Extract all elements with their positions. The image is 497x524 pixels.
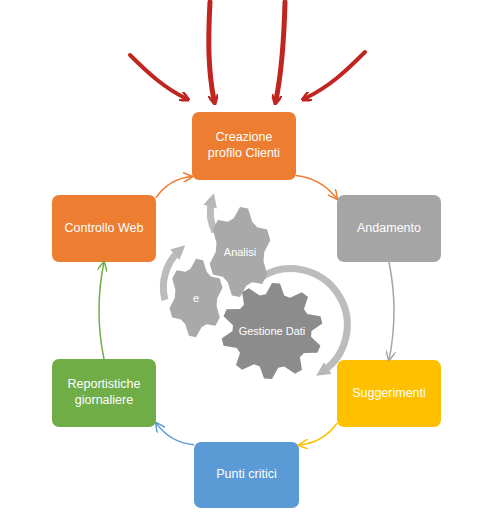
flow-arrow <box>99 262 104 359</box>
input-arrow <box>209 2 214 100</box>
gear-body <box>222 283 323 379</box>
gear-shape: e <box>168 258 224 338</box>
box-label: Punti critici <box>216 467 276 483</box>
process-box: Controllo Web <box>52 195 156 262</box>
input-arrow <box>130 55 185 98</box>
gear-label: e <box>193 292 199 305</box>
box-label: Andamento <box>357 221 421 237</box>
process-box: Reportistiche giornaliere <box>52 359 156 427</box>
flow-arrow <box>156 423 194 445</box>
flow-arrow <box>299 423 337 445</box>
gear-body <box>169 259 222 337</box>
gear-shape: Gestione Dati <box>220 282 324 380</box>
process-box: Punti critici <box>194 442 299 508</box>
input-arrow <box>306 52 365 98</box>
process-box: Creazione profilo Clienti <box>192 112 296 180</box>
box-label: Reportistiche giornaliere <box>58 377 150 408</box>
flow-arrow <box>156 177 192 198</box>
process-box: Andamento <box>337 195 441 262</box>
flow-arrow <box>389 262 394 360</box>
input-arrows <box>130 2 365 100</box>
gear-label: Gestione Dati <box>239 325 306 338</box>
input-arrow <box>276 2 285 100</box>
box-label: Controllo Web <box>65 221 144 237</box>
box-label: Creazione profilo Clienti <box>198 130 290 161</box>
process-box: Suggerimenti <box>337 360 441 427</box>
box-label: Suggerimenti <box>352 386 426 402</box>
flow-arrow <box>296 176 337 199</box>
gear-label: Analisi <box>224 246 256 259</box>
